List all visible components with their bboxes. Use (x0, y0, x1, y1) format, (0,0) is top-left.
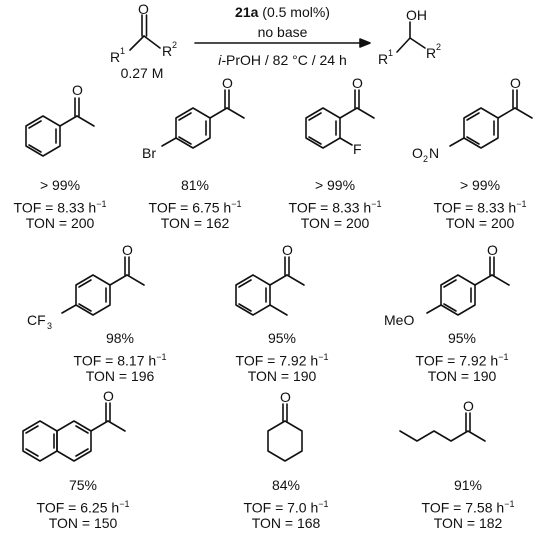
reactant-concentration: 0.27 M (120, 65, 164, 81)
catalyst-conditions: 21a (0.5 mol%) (195, 4, 370, 21)
fluoroacetophenone-ton: TON = 200 (300, 215, 370, 231)
structure-2-hexanone: O (399, 398, 486, 442)
nitroacetophenone-nitro-n: N (429, 145, 439, 161)
methoxyacetophenone-yield: 95% (447, 330, 477, 346)
methoxyacetophenone-oxygen: O (487, 242, 498, 258)
cf3acetophenone-sub: 3 (47, 321, 52, 331)
cf3acetophenone-yield: 98% (105, 330, 135, 346)
nitroacetophenone-tof: TOF = 8.33 h−1 (433, 199, 527, 216)
cyclohexanone-tof: TOF = 7.0 h−1 (243, 499, 329, 516)
hexanone-oxygen: O (463, 398, 474, 414)
nitroacetophenone-oxygen: O (510, 75, 521, 91)
cf3acetophenone-cf: CF (27, 312, 46, 328)
hexanone-tof: TOF = 7.58 h−1 (421, 499, 515, 516)
reactant-oxygen-label: O (138, 1, 149, 17)
structure-4-bromoacetophenone: O Br (142, 75, 245, 161)
acetophenone-ton: TON = 200 (25, 215, 95, 231)
product-r2-superscript: 2 (436, 42, 441, 52)
structure-2-acetonaphthone: O (22, 388, 126, 462)
reactant-r2-label: R (162, 43, 172, 59)
bromoacetophenone-tof: TOF = 6.75 h−1 (148, 199, 242, 216)
structure-acetophenone: O (25, 82, 95, 157)
cf3acetophenone-oxygen: O (122, 242, 133, 258)
cyclohexanone-oxygen: O (280, 389, 291, 405)
acetophenone-tof: TOF = 8.33 h−1 (13, 199, 107, 216)
solvent-prefix: i- (218, 52, 226, 68)
nitroacetophenone-yield: > 99% (459, 177, 501, 193)
methoxyacetophenone-ton: TON = 190 (427, 368, 497, 384)
methoxyacetophenone-meo: MeO (384, 312, 414, 328)
reactant-ketone-structure: O R 1 R 2 (110, 1, 177, 65)
reactant-r1-label: R (110, 49, 120, 65)
fluoroacetophenone-fluorine: F (353, 141, 362, 157)
fluoroacetophenone-tof: TOF = 8.33 h−1 (288, 199, 382, 216)
bromoacetophenone-ton: TON = 162 (160, 215, 230, 231)
product-r1-label: R (378, 51, 388, 67)
hexanone-yield: 91% (453, 477, 483, 493)
catalyst-label: 21a (235, 4, 259, 20)
methylacetophenone-tof: TOF = 7.92 h−1 (235, 352, 329, 369)
product-oh-label: OH (406, 7, 427, 23)
bromoacetophenone-bromine: Br (142, 145, 156, 161)
nitroacetophenone-ton: TON = 200 (445, 215, 515, 231)
acetonaphthone-yield: 75% (68, 477, 98, 493)
cyclohexanone-yield: 84% (271, 477, 301, 493)
base-condition: no base (257, 24, 308, 40)
cf3acetophenone-tof: TOF = 8.17 h−1 (73, 352, 167, 369)
structure-2-fluoroacetophenone: O F (305, 75, 375, 157)
nitroacetophenone-nitro-sub: 2 (423, 154, 428, 164)
fluoroacetophenone-oxygen: O (352, 75, 363, 91)
methylacetophenone-yield: 95% (267, 330, 297, 346)
acetonaphthone-ton: TON = 150 (48, 515, 118, 531)
methoxyacetophenone-tof: TOF = 7.92 h−1 (415, 352, 509, 369)
reactant-r2-superscript: 2 (172, 40, 177, 50)
reaction-arrow (194, 38, 371, 48)
catalyst-loading: (0.5 mol%) (258, 4, 330, 20)
acetonaphthone-oxygen: O (103, 388, 114, 404)
structure-4-nitroacetophenone: O O 2 N (412, 75, 533, 164)
acetophenone-yield: > 99% (39, 177, 81, 193)
structure-cyclohexanone: O (267, 389, 303, 462)
solvent-conditions: i-PrOH / 82 °C / 24 h (195, 52, 370, 69)
product-r1-superscript: 1 (388, 48, 393, 58)
product-r2-label: R (426, 45, 436, 61)
structure-4-trifluoromethylacetophenone: O CF 3 (27, 242, 145, 331)
bromoacetophenone-oxygen: O (222, 75, 233, 91)
structure-4-methoxyacetophenone: O MeO (384, 242, 510, 328)
product-alcohol-structure: OH R 1 R 2 (378, 7, 441, 67)
cyclohexanone-ton: TON = 168 (251, 515, 321, 531)
methylacetophenone-oxygen: O (282, 242, 293, 258)
fluoroacetophenone-yield: > 99% (314, 177, 356, 193)
structure-2-methylacetophenone: O (235, 242, 305, 316)
solvent-rest: PrOH / 82 °C / 24 h (226, 52, 347, 68)
bromoacetophenone-yield: 81% (180, 177, 210, 193)
hexanone-ton: TON = 182 (433, 515, 503, 531)
nitroacetophenone-nitro-o: O (412, 145, 423, 161)
acetophenone-oxygen: O (72, 82, 83, 98)
cf3acetophenone-ton: TON = 196 (85, 368, 155, 384)
acetonaphthone-tof: TOF = 6.25 h−1 (36, 499, 130, 516)
reactant-r1-superscript: 1 (120, 46, 125, 56)
methylacetophenone-ton: TON = 190 (247, 368, 317, 384)
